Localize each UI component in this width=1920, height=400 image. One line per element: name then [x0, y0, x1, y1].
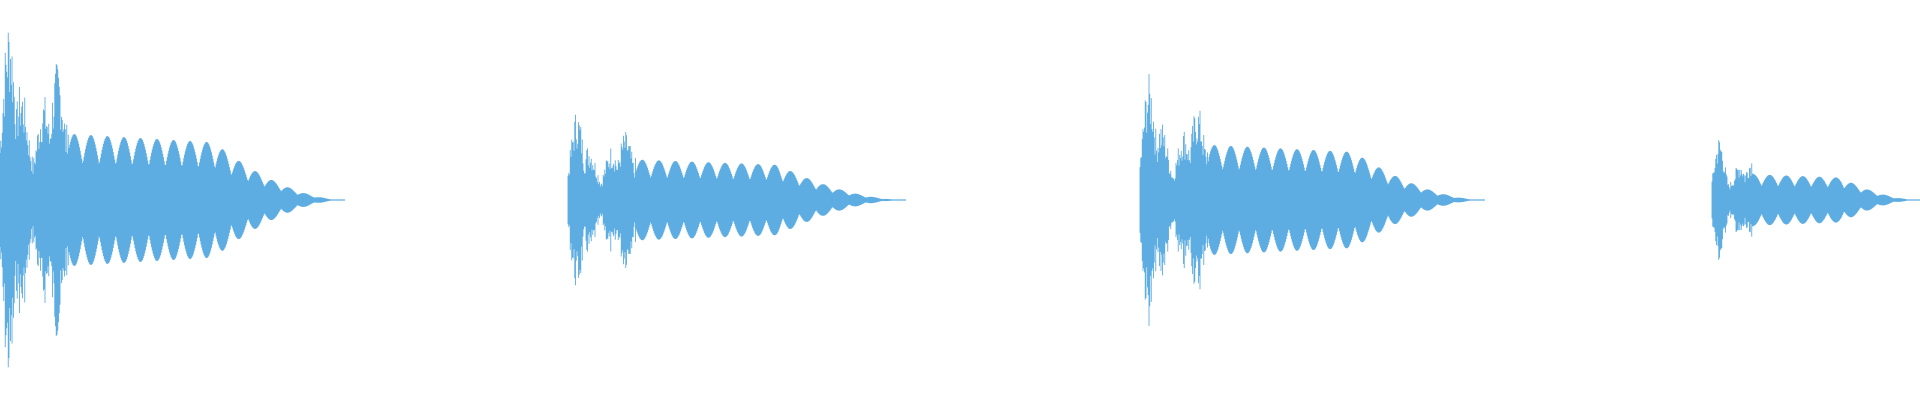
waveform-segment-3 [1139, 74, 1485, 326]
waveform-segment-1 [0, 32, 345, 368]
waveform-segment-4 [1711, 140, 1920, 260]
waveform-segment-2 [567, 114, 906, 286]
